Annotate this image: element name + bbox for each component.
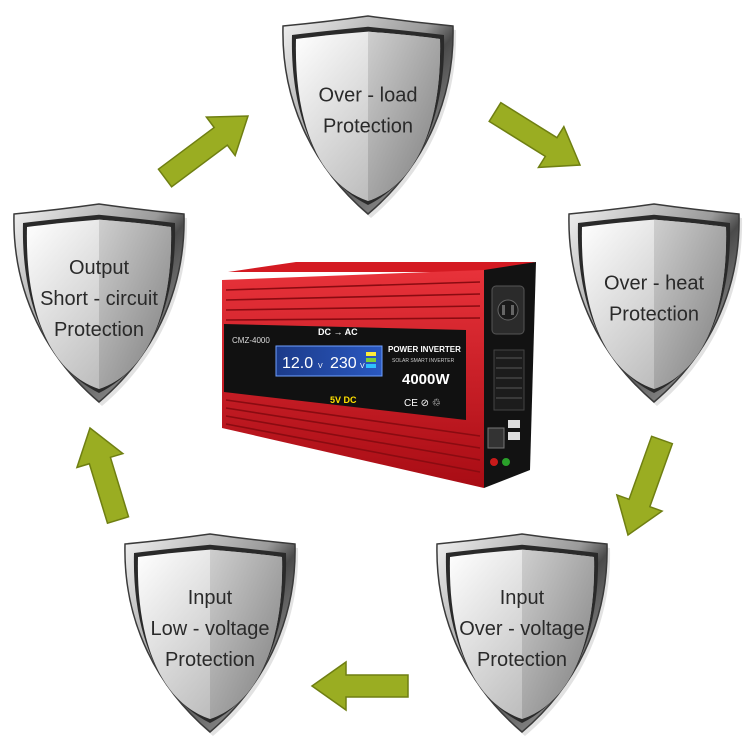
- shield-label-line: Output: [69, 257, 129, 279]
- inverter-model: CMZ-4000: [232, 336, 270, 345]
- inverter-top: [228, 262, 536, 272]
- usb-port: [508, 432, 520, 440]
- shield-label-line: Over - voltage: [459, 618, 585, 640]
- shield-label-line: Low - voltage: [151, 618, 270, 640]
- arrow-shape: [488, 101, 582, 169]
- flow-arrow: [310, 660, 409, 712]
- shield-label-line: Protection: [609, 304, 699, 326]
- lcd-battery-bars: [366, 352, 376, 368]
- shield-label-line: Protection: [323, 116, 413, 138]
- inverter-wattage: 4000W: [402, 371, 450, 388]
- inverter-usb: 5V DC: [330, 395, 357, 405]
- inverter-title: POWER INVERTER: [388, 345, 461, 354]
- lcd-input-unit: V: [318, 363, 323, 370]
- power-inverter-image: CMZ-4000 DC → AC POWER INVERTER SOLAR SM…: [222, 262, 536, 488]
- power-switch: [487, 427, 505, 449]
- usb-port: [508, 420, 520, 428]
- flow-arrow: [615, 435, 674, 537]
- inverter-mode: DC → AC: [318, 327, 358, 337]
- inverter-fins: [225, 281, 481, 473]
- shield-label-line: Protection: [477, 649, 567, 671]
- lcd-output-unit: V: [360, 363, 365, 370]
- shield-label-line: Short - circuit: [40, 288, 158, 310]
- lcd-display: [275, 345, 383, 377]
- shield-label-line: Protection: [54, 319, 144, 341]
- fan-grille: [493, 349, 525, 411]
- lcd-input-voltage: 12.0: [282, 355, 313, 372]
- shield-label-line: Over - heat: [604, 273, 704, 295]
- arrow-shape: [615, 435, 674, 537]
- arrow-shape: [75, 426, 130, 525]
- shield-label-line: Over - load: [319, 85, 418, 107]
- shield-label-line: Input: [500, 587, 545, 609]
- terminal-green: [502, 458, 510, 466]
- terminal-red: [490, 458, 498, 466]
- flow-arrow: [75, 426, 130, 525]
- shield-label-line: Protection: [165, 649, 255, 671]
- inverter-subtitle: SOLAR SMART INVERTER: [392, 358, 455, 364]
- lcd-output-voltage: 230: [330, 355, 357, 372]
- arrow-shape: [157, 115, 250, 188]
- flow-arrows: [75, 101, 674, 712]
- inverter-cert: CE ⊘ ♲: [404, 398, 441, 409]
- flow-arrow: [157, 115, 250, 188]
- shield-label-line: Input: [188, 587, 233, 609]
- flow-arrow: [488, 101, 582, 169]
- arrow-shape: [310, 660, 409, 712]
